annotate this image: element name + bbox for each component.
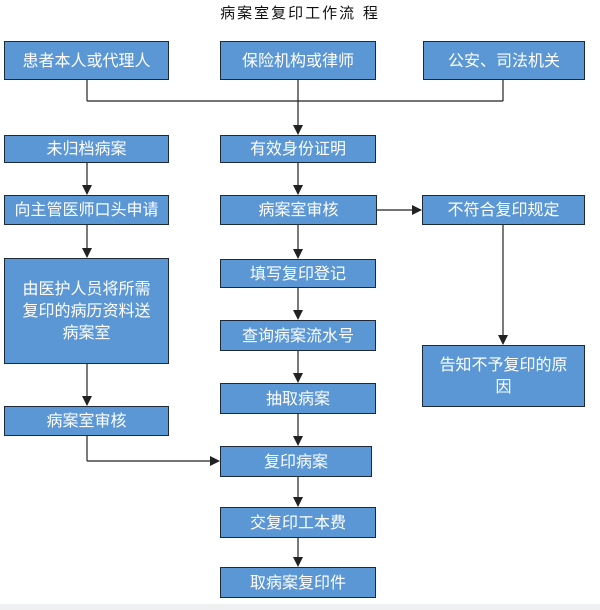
- node-insurance: 保险机构或律师: [220, 41, 376, 80]
- node-pick-copy: 取病案复印件: [220, 567, 376, 598]
- bottom-bar: [0, 604, 600, 610]
- node-fill-register: 填写复印登记: [220, 259, 376, 288]
- node-patient: 患者本人或代理人: [4, 41, 169, 80]
- node-notify-refuse: 告知不予复印的原因: [422, 345, 585, 407]
- node-copy-record: 复印病案: [220, 446, 372, 477]
- node-query-number: 查询病案流水号: [220, 320, 376, 351]
- node-pay-fee: 交复印工本费: [220, 507, 376, 538]
- node-id-proof: 有效身份证明: [220, 135, 376, 163]
- node-apply-doctor: 向主管医师口头申请: [4, 195, 169, 225]
- node-not-compliant: 不符合复印规定: [422, 195, 585, 225]
- diagram-title: 病案室复印工作流 程: [220, 4, 380, 22]
- node-record-review: 病案室审核: [220, 195, 377, 225]
- node-unfiled: 未归档病案: [4, 135, 169, 163]
- node-record-review-2: 病案室审核: [4, 406, 169, 436]
- node-police: 公安、司法机关: [423, 41, 585, 80]
- node-medical-staff: 由医护人员将所需复印的病历资料送病案室: [4, 258, 169, 364]
- node-extract-record: 抽取病案: [220, 383, 376, 414]
